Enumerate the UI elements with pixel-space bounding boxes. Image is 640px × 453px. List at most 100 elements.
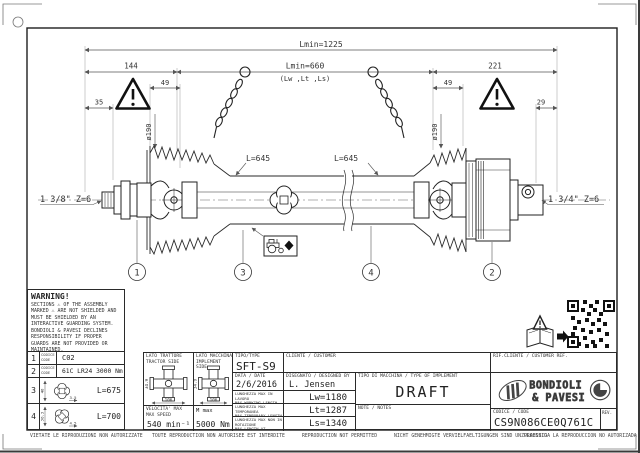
brand-line1: BONDIOLI <box>529 381 582 392</box>
customer-ref-cell: RIF.CLIENTE / CUSTOMER REF. <box>491 353 617 373</box>
parts-row-3: 3 48 3.5 L=675 <box>28 378 124 404</box>
footer-notice-en: REPRODUCTION NOT PERMITTED <box>302 434 378 439</box>
date-value: 2/6/2016 <box>236 379 277 390</box>
dim-221-text: 221 <box>488 62 502 71</box>
parts-row-length: L=700 <box>96 412 121 421</box>
parts-row-num: 3 <box>28 378 40 403</box>
type-label: TIPO/TYPE <box>235 354 260 359</box>
bondioli-pavesi-logo: BONDIOLI & PAVESI <box>498 379 611 405</box>
tube-right-length-text: L=645 <box>334 154 358 163</box>
dim-144-text: 144 <box>124 62 138 71</box>
balloon-2: 2 <box>489 269 494 279</box>
footer-notice-it: VIETATE LE RIPRODUZIONI NON AUTORIZZATE <box>30 434 143 439</box>
balloon-4: 4 <box>368 269 373 279</box>
balloon-3: 3 <box>240 269 245 279</box>
len3-it: LUNGHEZZA MAX NON IN ROTAZIONE <box>235 417 282 427</box>
tube-left-length-text: L=645 <box>246 154 270 163</box>
tube-section-profile <box>269 185 299 215</box>
cross-dim-v: 34.9 <box>194 378 199 389</box>
parts-row-length: L=675 <box>96 386 121 395</box>
len1-en: MAX WORKING LENGTH <box>235 400 278 404</box>
warning-title: WARNING! <box>31 292 70 301</box>
date-cell: DATA / DATE 2/6/2016 <box>233 373 284 391</box>
tractor-side-joint <box>101 180 198 220</box>
warning-box: WARNING! SECTIONS ⚠ OF THE ASSEMBLY MARK… <box>28 290 124 352</box>
cross-journal-implement: 34.9 106 <box>194 365 229 405</box>
arrow-right-icon <box>557 330 569 343</box>
logo-emblem <box>589 379 611 401</box>
len-working-value: Lw=1180 <box>284 391 356 404</box>
profile-dim-h: 4.5 <box>69 421 77 426</box>
rev-box: REV. <box>600 409 617 430</box>
type-cell: TIPO/TYPE SFT-S9 <box>233 353 284 373</box>
balloon-1: 1 <box>134 269 139 279</box>
date-label: DATA / DATE <box>235 374 266 379</box>
brand-line2: & PAVESI <box>532 393 585 404</box>
machine-type-cell: TIPO DI MACCHINA / TYPE OF IMPLEMENT DRA… <box>356 373 491 405</box>
code-label-it: CODICE <box>41 352 55 357</box>
len3-en: MAX LENGTH AT STANDSTILL <box>235 426 266 431</box>
max-speed-value: 540 min⁻¹ <box>147 420 190 429</box>
dim-inner-sub-text: (Lw ,Lt ,Ls) <box>280 75 331 83</box>
notes-label: NOTE / NOTES <box>358 406 392 411</box>
spline-right-text: 1 3/4" Z=6 <box>548 195 599 205</box>
guard-tube <box>197 169 414 232</box>
speed-label-en: MAX SPEED <box>146 412 171 418</box>
warning-body: SECTIONS ⚠ OF THE ASSEMBLY MARKED ⚠ ARE … <box>31 302 117 352</box>
diamond-icon <box>284 240 294 251</box>
footer-notice-fr: TOUTE REPRODUCTION NON AUTORISEE EST INT… <box>152 434 285 439</box>
dia-right-text: ø190 <box>431 124 439 141</box>
safety-chain-left <box>213 66 251 139</box>
code-label: CODICE / CODE <box>493 410 529 415</box>
code-cell: CODICE / CODE CS9N086CE0Q761C REV. <box>491 409 617 430</box>
warning-triangle-left <box>115 77 151 110</box>
dia-left-text: ø190 <box>145 124 153 141</box>
balloons: 1 3 4 2 <box>128 220 501 281</box>
code-label-it: CODICE <box>41 365 55 370</box>
dimension-lines <box>84 47 558 149</box>
customer-cell: CLIENTE / CUSTOMER <box>284 353 491 373</box>
parts-row-num: 4 <box>28 404 40 429</box>
len2-it: LUNGHEZZA MAX TEMPORANEA <box>235 404 266 414</box>
tractor-note <box>251 227 298 257</box>
dimension-texts: Lmin=1225 144 Lmin=660 (Lw ,Lt ,Ls) 221 … <box>95 40 545 140</box>
parts-row-code: 61C LR24 3000 Nm <box>62 367 123 375</box>
warning-triangle-right <box>479 77 515 110</box>
manual-book-icon <box>526 314 554 348</box>
footer-notice-de: NICHT GENEHMIGTE VERVIELFAELTIGUNGEN SIN… <box>394 434 548 439</box>
cross-dim-v: 34.9 <box>145 378 150 389</box>
tube-profile-outer: 58.5 4.5 <box>41 406 78 428</box>
profile-dim-v: 48 <box>41 388 45 393</box>
implement-side-it: LATO MACCHINA <box>196 354 232 359</box>
designer-cell: DISEGNATO / DESIGNED BY L. Jensen <box>284 373 356 391</box>
brand-logo-cell: BONDIOLI & PAVESI <box>491 373 617 409</box>
implement-side-en: IMPLEMENT SIDE <box>196 359 221 371</box>
dim-35-text: 35 <box>95 99 103 107</box>
qr-code <box>567 300 615 348</box>
len-temporary-value: Lt=1287 <box>284 404 356 417</box>
extension-lines <box>84 46 558 192</box>
rev-label: REV. <box>602 410 613 415</box>
footer-notice-es: PROHIBIDA LA REPRODUCCION NO AUTORIZADA <box>524 434 637 439</box>
cross-dim-h: 106 <box>210 398 218 404</box>
profile-dim-v: 58.5 <box>41 411 45 421</box>
designer-label: DISEGNATO / DESIGNED BY <box>286 374 350 379</box>
tractor-side-it: LATO TRATTORE <box>146 354 182 359</box>
code-label-en: CODE <box>41 369 51 375</box>
dim-inner-text: Lmin=660 <box>286 62 325 71</box>
implement-side-clutch <box>413 158 544 242</box>
max-torque-cell: M max 5000 Nm <box>194 406 233 431</box>
cross-journal-tractor: 34.9 106 <box>145 365 188 405</box>
